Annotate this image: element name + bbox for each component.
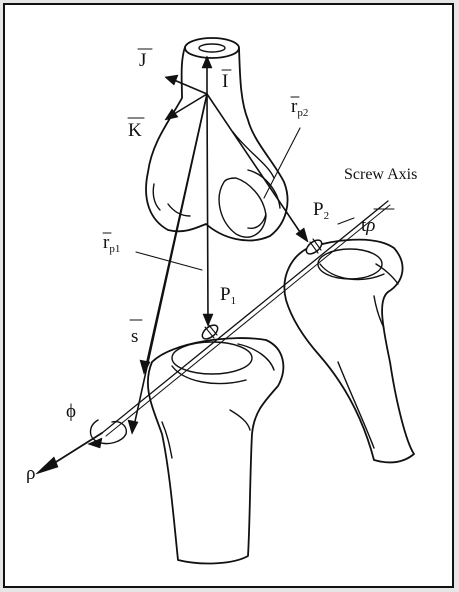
label-r-p2-sub: p2 (297, 107, 308, 119)
label-screw-axis: Screw Axis (344, 166, 417, 183)
label-r-p1: rp1 (103, 232, 120, 255)
label-s-text: s (131, 326, 138, 347)
label-s: s (130, 320, 142, 347)
label-p2: P2 (313, 199, 329, 222)
label-phi: ϕ (66, 401, 76, 422)
svg-text:P2: P2 (313, 199, 329, 222)
svg-text:P1: P1 (220, 284, 236, 307)
label-t-rho-symbol: ρ (365, 215, 375, 236)
label-p1-base: P (220, 284, 231, 305)
label-j: J (138, 49, 152, 71)
label-j-text: J (139, 50, 146, 71)
label-i-text: I (222, 71, 228, 92)
figure-frame: J I K rp2 Screw Axis P2 tρ rp1 P1 (3, 3, 454, 588)
svg-text:tρ: tρ (361, 215, 375, 236)
label-phi-text: ϕ (66, 401, 76, 422)
label-r-p1-sub: p1 (109, 243, 120, 255)
label-r-p2: rp2 (291, 96, 308, 119)
label-screw-axis-text: Screw Axis (344, 166, 417, 183)
label-p1: P1 (220, 284, 236, 307)
svg-text:rp1: rp1 (103, 232, 120, 255)
label-p1-sub: 1 (231, 295, 237, 307)
label-p2-base: P (313, 199, 324, 220)
label-p2-sub: 2 (324, 210, 330, 222)
tibia-left-bone (148, 338, 283, 563)
label-t-rho: tρ (361, 209, 394, 236)
svg-text:rp2: rp2 (291, 96, 308, 119)
label-rho: ρ (26, 463, 35, 484)
rho-arrow (36, 433, 102, 474)
label-rho-text: ρ (26, 463, 35, 484)
femur-bone (146, 38, 287, 240)
label-k-text: K (128, 120, 142, 141)
label-k: K (128, 118, 144, 141)
tibia-right-bone (284, 240, 414, 463)
screw-axis-knee-diagram: J I K rp2 Screw Axis P2 tρ rp1 P1 (5, 5, 454, 588)
